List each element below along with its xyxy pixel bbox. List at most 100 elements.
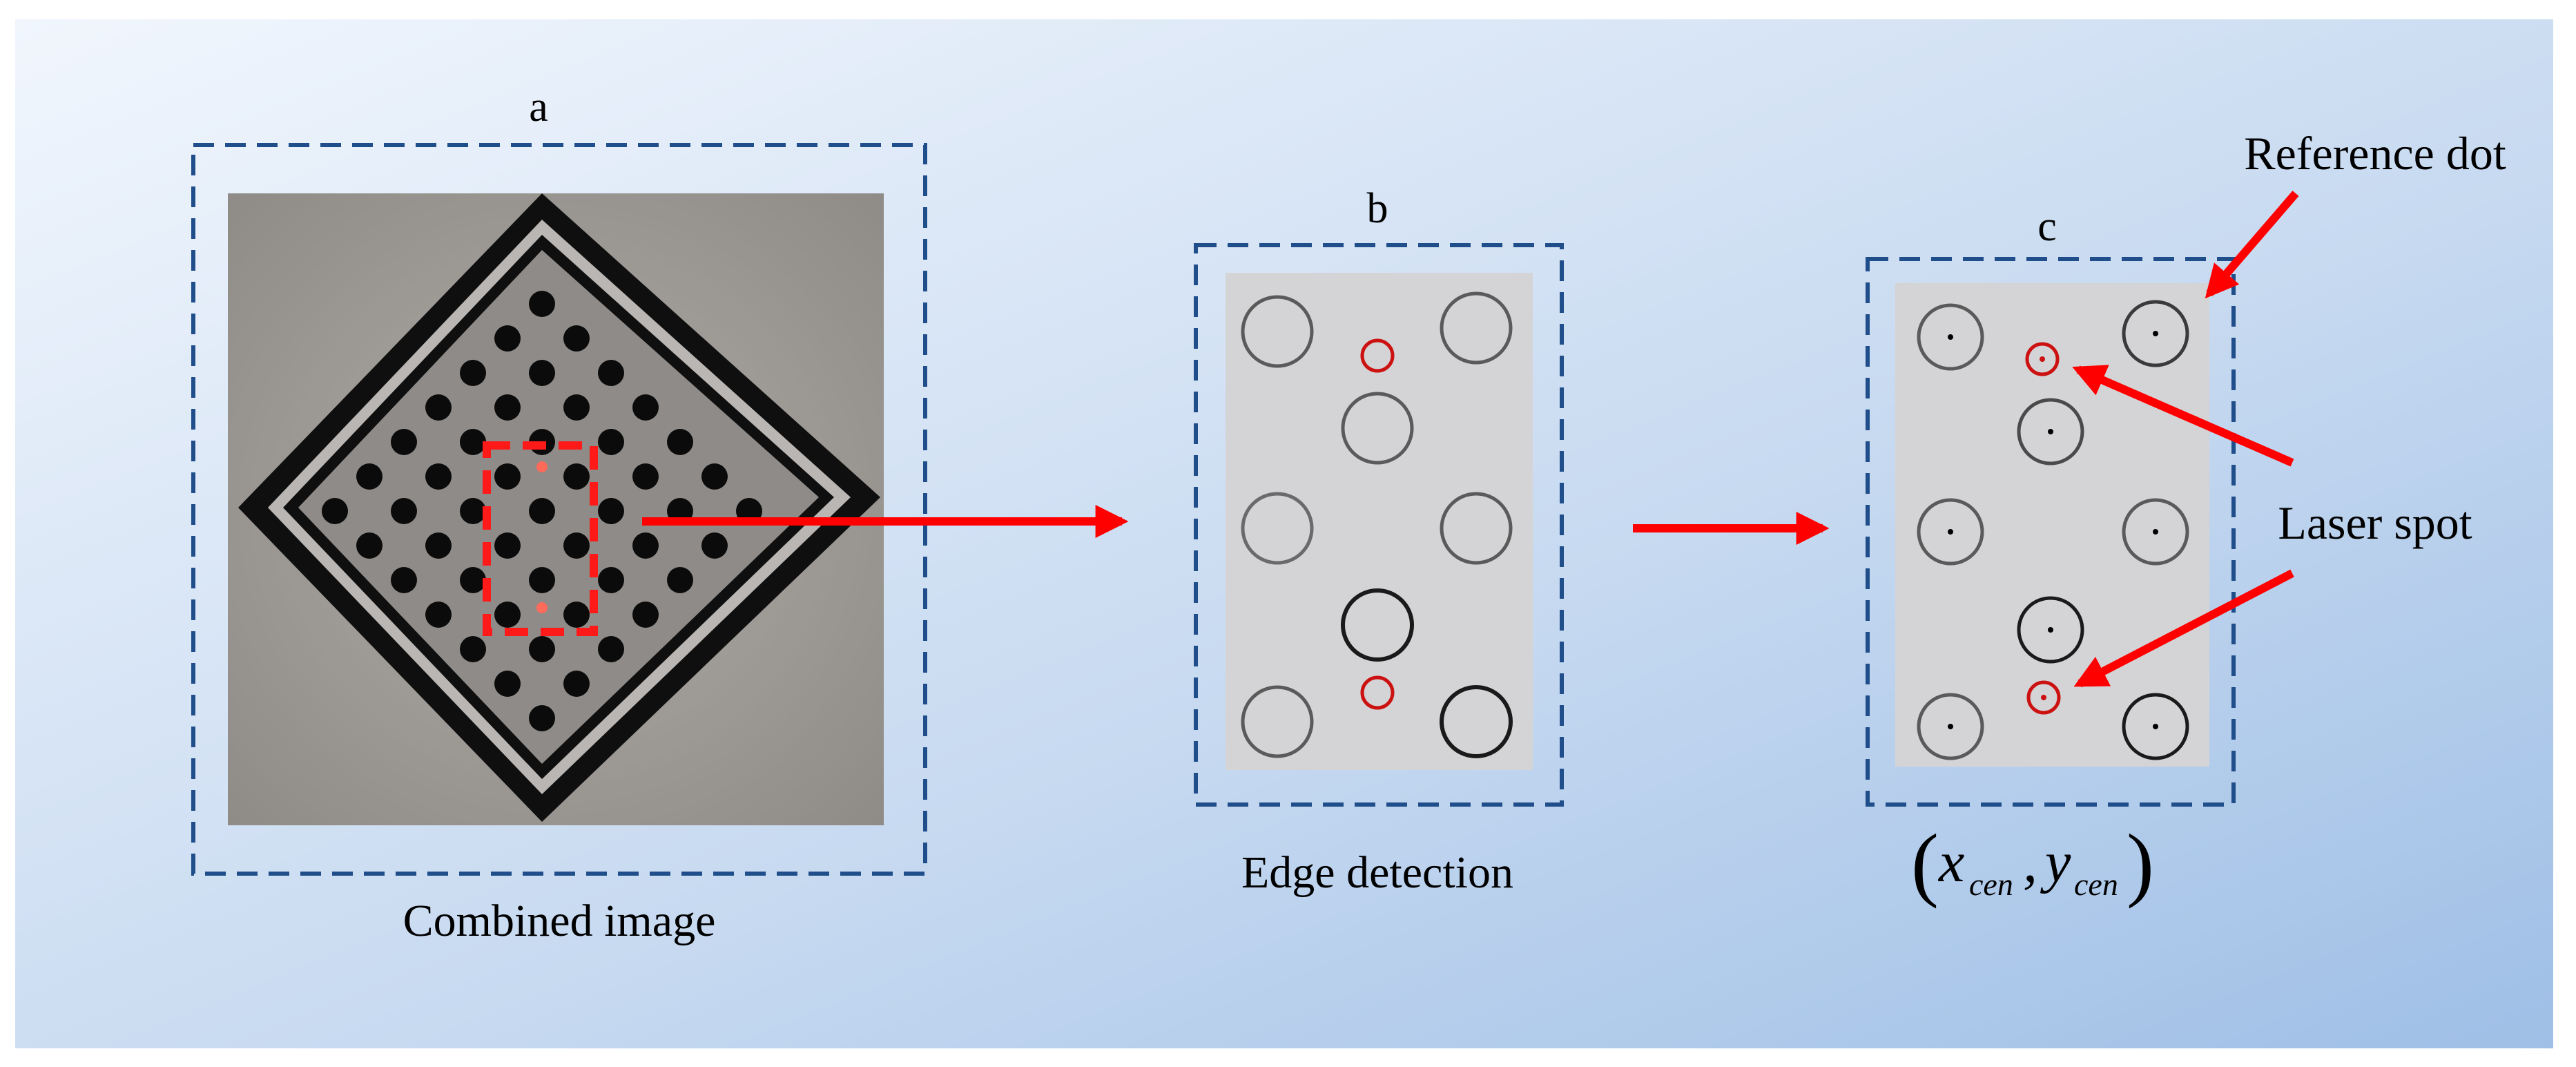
centroid-mark bbox=[2048, 627, 2053, 633]
target-dot-field bbox=[298, 250, 819, 764]
target-dot bbox=[529, 498, 555, 524]
target-dot bbox=[494, 671, 521, 697]
target-dot bbox=[563, 532, 590, 559]
centroid-mark bbox=[2048, 429, 2053, 434]
formula-x-subscript: cen bbox=[1969, 867, 2013, 902]
target-dot bbox=[529, 636, 555, 662]
edge-circle bbox=[2122, 693, 2189, 760]
target-dot bbox=[563, 394, 590, 421]
target-dot bbox=[563, 671, 590, 697]
centroid-mark bbox=[1948, 529, 1953, 535]
target-dot bbox=[460, 360, 486, 386]
centroid-mark bbox=[2153, 331, 2158, 336]
target-dot bbox=[632, 394, 659, 421]
centroid-mark bbox=[1948, 334, 1953, 340]
laser-spot-center bbox=[2040, 356, 2045, 362]
panel-b: b Edge detection bbox=[1194, 185, 1564, 898]
panel-c: c ( x cen , y cen ) bbox=[1866, 203, 2236, 909]
edge-circle bbox=[1341, 392, 1414, 465]
panel-c-dashed-box bbox=[1866, 257, 2236, 807]
panel-c-label: c bbox=[2037, 203, 2057, 250]
formula-y-subscript: cen bbox=[2074, 867, 2118, 902]
target-dot bbox=[494, 463, 521, 490]
formula-open-paren: ( bbox=[1911, 817, 1939, 909]
edge-circle bbox=[1917, 693, 1984, 760]
target-dot bbox=[598, 498, 624, 524]
target-dot bbox=[425, 394, 452, 421]
reference-dot-arrow bbox=[2205, 191, 2299, 299]
target-dot bbox=[425, 602, 452, 628]
edge-circle bbox=[2122, 300, 2189, 367]
target-dot bbox=[598, 636, 624, 662]
target-dot bbox=[460, 636, 486, 662]
panel-b-label: b bbox=[1367, 185, 1388, 232]
target-dot bbox=[494, 602, 521, 628]
target-dot bbox=[701, 463, 728, 490]
laser-spot-ring bbox=[1360, 338, 1395, 373]
target-dot bbox=[632, 532, 659, 559]
centroid-circles bbox=[1917, 300, 2189, 760]
edge-circle bbox=[1917, 303, 1984, 371]
panel-a: a Combined image bbox=[191, 84, 927, 946]
edge-circle bbox=[1241, 685, 1314, 758]
target-dot bbox=[667, 567, 693, 593]
target-dot bbox=[425, 532, 452, 559]
centroid-mark bbox=[1948, 724, 1953, 729]
edge-circle bbox=[1241, 492, 1314, 565]
target-dot bbox=[460, 429, 486, 455]
target-dot bbox=[632, 463, 659, 490]
edge-circle bbox=[1440, 492, 1513, 565]
roi-dashed-rectangle bbox=[483, 441, 598, 636]
target-dot bbox=[356, 463, 382, 490]
target-dot bbox=[391, 567, 417, 593]
target-dot bbox=[460, 498, 486, 524]
laser-spot-bottom bbox=[536, 602, 548, 613]
edge-circle bbox=[1917, 498, 1984, 566]
panel-b-caption: Edge detection bbox=[1241, 847, 1513, 898]
edge-circle bbox=[2017, 398, 2084, 465]
panel-a-caption: Combined image bbox=[403, 896, 716, 946]
target-dot bbox=[632, 602, 659, 628]
target-dot bbox=[529, 360, 555, 386]
target-dot bbox=[494, 325, 521, 352]
target-dot bbox=[494, 394, 521, 421]
centroid-mark bbox=[2153, 724, 2158, 729]
target-dot bbox=[529, 291, 555, 317]
target-dot bbox=[494, 532, 521, 559]
laser-spot-ring bbox=[2025, 342, 2060, 376]
laser-spot-arrow-lower bbox=[2073, 569, 2294, 688]
centroid-formula: ( x cen , y cen ) bbox=[1911, 817, 2154, 909]
combined-image bbox=[228, 193, 884, 825]
formula-y: y bbox=[2040, 830, 2071, 894]
target-dot bbox=[391, 498, 417, 524]
laser-spot-ring bbox=[1360, 675, 1395, 710]
target-dot bbox=[563, 325, 590, 352]
target-dot bbox=[529, 705, 555, 731]
formula-close-paren: ) bbox=[2127, 817, 2154, 909]
edge-circle bbox=[1241, 295, 1314, 368]
panel-b-dashed-box bbox=[1194, 243, 1564, 807]
reference-dot-label: Reference dot bbox=[2244, 127, 2506, 180]
target-dot bbox=[563, 463, 590, 490]
centroid-mark bbox=[2153, 529, 2158, 535]
target-dot bbox=[460, 567, 486, 593]
target-dot bbox=[598, 567, 624, 593]
target-dot-grid bbox=[322, 291, 762, 731]
target-dot bbox=[598, 360, 624, 386]
target-dot bbox=[701, 532, 728, 559]
laser-spot-arrow-upper bbox=[2072, 365, 2294, 467]
laser-spot-center bbox=[2041, 695, 2046, 700]
laser-spot-label: Laser spot bbox=[2278, 497, 2472, 549]
edge-circle bbox=[1440, 685, 1513, 758]
edge-circle bbox=[2122, 498, 2189, 566]
formula-x: x bbox=[1937, 830, 1964, 894]
laser-spot-top bbox=[536, 461, 548, 472]
target-dot bbox=[391, 429, 417, 455]
target-dot bbox=[425, 463, 452, 490]
target-dot bbox=[598, 429, 624, 455]
laser-spot-ring bbox=[2026, 680, 2061, 715]
formula-comma: , bbox=[2023, 830, 2037, 894]
panel-a-dashed-box bbox=[191, 143, 927, 876]
panel-a-label: a bbox=[529, 84, 548, 131]
